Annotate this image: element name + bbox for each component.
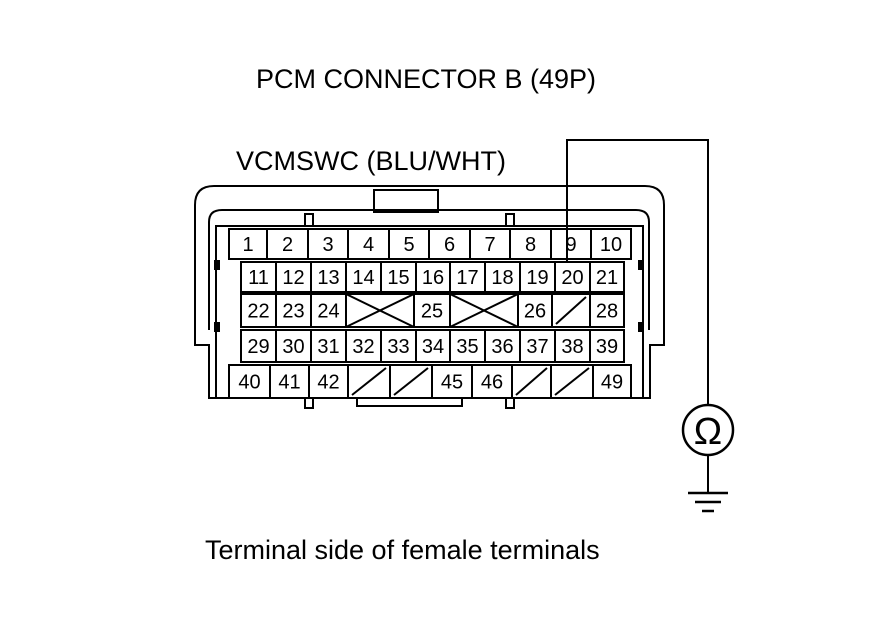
empty-cavity-mark — [393, 367, 429, 396]
terminal-cell — [589, 261, 625, 293]
unused-cavity-mark — [449, 293, 519, 328]
terminal-number: 42 — [317, 372, 339, 394]
terminal-number: 18 — [491, 267, 513, 289]
terminal-number: 38 — [561, 336, 583, 358]
side-lock-right-top — [638, 260, 644, 270]
terminal-number: 30 — [282, 336, 304, 358]
terminal-number: 46 — [481, 372, 503, 394]
ohm-symbol: Ω — [694, 411, 722, 453]
empty-cavity-mark — [351, 367, 387, 396]
empty-cavity-mark — [554, 367, 590, 396]
connector-inner-housing — [208, 209, 650, 330]
terminal-number: 10 — [600, 234, 622, 256]
terminal-number: 20 — [561, 267, 583, 289]
terminal-number: 21 — [596, 267, 618, 289]
guide-pin-top-left — [304, 213, 314, 227]
unused-cavity-mark — [345, 293, 415, 328]
side-lock-right-bottom — [638, 322, 644, 332]
terminal-cell — [590, 228, 632, 260]
terminal-number: 49 — [601, 372, 623, 394]
guide-pin-bottom-right — [505, 397, 515, 409]
terminal-number: 11 — [248, 267, 269, 289]
terminal-number: 17 — [456, 267, 478, 289]
empty-cavity-mark — [515, 367, 548, 396]
view-caption: Terminal side of female terminals — [205, 535, 600, 565]
terminal-number: 14 — [352, 267, 374, 289]
terminal-number: 39 — [596, 336, 618, 358]
terminal-number: 1 — [242, 234, 253, 256]
terminal-number: 8 — [525, 234, 536, 256]
terminal-number: 25 — [421, 301, 443, 323]
connector-bottom-key — [356, 398, 463, 407]
connector-title: PCM CONNECTOR B (49P) — [256, 64, 597, 94]
connector-outer-shell — [194, 185, 665, 399]
terminal-number: 2 — [282, 234, 293, 256]
terminal-cell — [592, 364, 632, 399]
probe-wire — [566, 139, 709, 405]
guide-pin-top-right — [505, 213, 515, 227]
terminal-number: 5 — [403, 234, 414, 256]
terminal-number: 45 — [441, 372, 463, 394]
ground-icon — [688, 491, 728, 513]
terminal-number: 22 — [247, 301, 269, 323]
terminal-number: 41 — [278, 372, 300, 394]
empty-cavity-mark — [555, 296, 587, 325]
terminal-number: 16 — [422, 267, 444, 289]
terminal-cell — [589, 329, 625, 363]
terminal-cell — [589, 293, 625, 328]
terminal-number: 34 — [422, 336, 444, 358]
terminal-number: 13 — [317, 267, 339, 289]
terminal-number: 23 — [282, 301, 304, 323]
terminal-number: 19 — [526, 267, 548, 289]
side-lock-left-bottom — [214, 322, 220, 332]
terminal-number: 33 — [387, 336, 409, 358]
terminal-number: 31 — [317, 336, 339, 358]
terminal-number: 40 — [238, 372, 260, 394]
terminal-number: 6 — [444, 234, 455, 256]
terminal-number: 12 — [282, 267, 304, 289]
terminal-number: 35 — [456, 336, 478, 358]
terminal-number: 9 — [565, 234, 576, 256]
terminal-number: 29 — [247, 336, 269, 358]
wire-label: VCMSWC (BLU/WHT) — [236, 146, 506, 176]
guide-pin-bottom-left — [304, 397, 314, 409]
terminal-number: 26 — [524, 301, 546, 323]
side-lock-left-top — [214, 260, 220, 270]
terminal-number: 24 — [317, 301, 339, 323]
terminal-number: 36 — [491, 336, 513, 358]
terminal-number: 7 — [484, 234, 495, 256]
terminal-number: 28 — [596, 301, 618, 323]
terminal-number: 37 — [526, 336, 548, 358]
terminal-number: 3 — [322, 234, 333, 256]
terminal-face — [215, 225, 644, 398]
terminal-number: 32 — [352, 336, 374, 358]
terminal-number: 4 — [363, 234, 374, 256]
connector-latch — [373, 189, 439, 213]
terminal-number: 15 — [387, 267, 409, 289]
